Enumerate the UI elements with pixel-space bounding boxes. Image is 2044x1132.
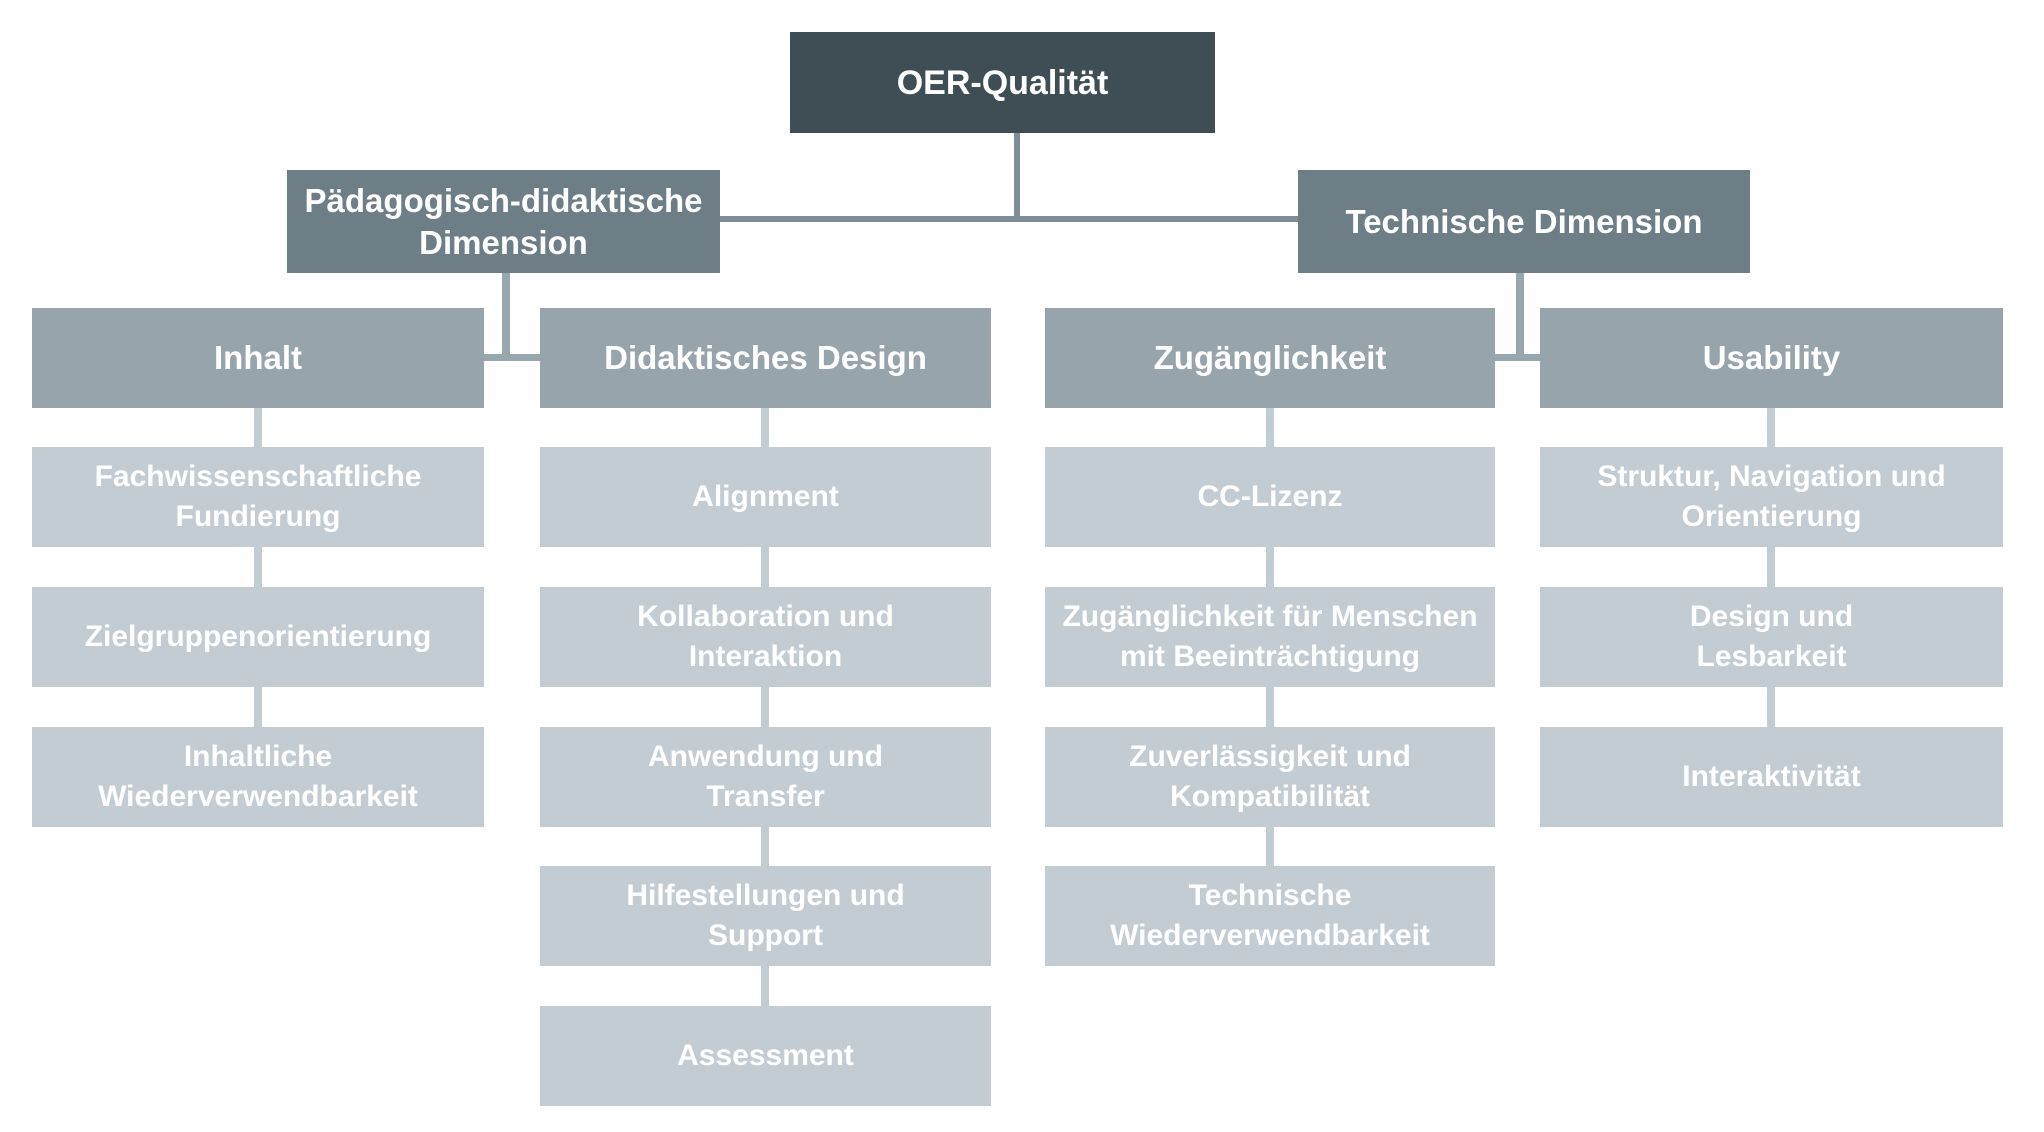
- dimension-node-technisch: Technische Dimension: [1298, 170, 1750, 273]
- item-node: Inhaltliche Wiederverwendbarkeit: [32, 727, 484, 827]
- item-node: Zielgruppenorientierung: [32, 587, 484, 687]
- connector-col2-item2: [761, 547, 769, 587]
- item-node: Design und Lesbarkeit: [1540, 587, 2003, 687]
- connector-col1-item2: [254, 547, 262, 587]
- connector-dimension-2-vertical: [1516, 273, 1524, 361]
- category-node-zugaenglichkeit: Zugänglichkeit: [1045, 308, 1495, 408]
- connector-root-horizontal: [720, 216, 1298, 222]
- connector-col3-item3: [1266, 687, 1274, 727]
- item-node: Alignment: [540, 447, 991, 547]
- connector-col2-item5: [761, 966, 769, 1006]
- connector-col4-item3: [1767, 687, 1775, 727]
- root-node: OER-Qualität: [790, 32, 1215, 133]
- category-node-usability: Usability: [1540, 308, 2003, 408]
- category-node-inhalt: Inhalt: [32, 308, 484, 408]
- connector-dimension-2-horizontal: [1495, 354, 1540, 361]
- connector-col4-item1: [1767, 408, 1775, 447]
- connector-dimension-1-vertical: [502, 273, 510, 361]
- connector-col3-item4: [1266, 826, 1274, 866]
- item-node: Fachwissenschaftliche Fundierung: [32, 447, 484, 547]
- item-node: Hilfestellungen und Support: [540, 866, 991, 966]
- dimension-node-paedagogisch-didaktisch: Pädagogisch-didaktische Dimension: [287, 170, 720, 273]
- connector-col2-item1: [761, 408, 769, 447]
- connector-col3-item1: [1266, 408, 1274, 447]
- connector-dimension-1-horizontal: [484, 354, 540, 361]
- connector-root-vertical: [1014, 133, 1020, 222]
- item-node: Anwendung und Transfer: [540, 727, 991, 827]
- connector-col1-item1: [254, 408, 262, 447]
- item-node: Struktur, Navigation und Orientierung: [1540, 447, 2003, 547]
- connector-col2-item4: [761, 826, 769, 866]
- connector-col4-item2: [1767, 547, 1775, 587]
- connector-col2-item3: [761, 687, 769, 727]
- connector-col3-item2: [1266, 547, 1274, 587]
- connector-col1-item3: [254, 687, 262, 727]
- item-node: CC-Lizenz: [1045, 447, 1495, 547]
- item-node: Kollaboration und Interaktion: [540, 587, 991, 687]
- item-node: Technische Wiederverwendbarkeit: [1045, 866, 1495, 966]
- item-node: Zuverlässigkeit und Kompatibilität: [1045, 727, 1495, 827]
- item-node: Zugänglichkeit für Menschen mit Beeinträ…: [1045, 587, 1495, 687]
- item-node: Interaktivität: [1540, 727, 2003, 827]
- item-node: Assessment: [540, 1006, 991, 1106]
- category-node-didaktisches-design: Didaktisches Design: [540, 308, 991, 408]
